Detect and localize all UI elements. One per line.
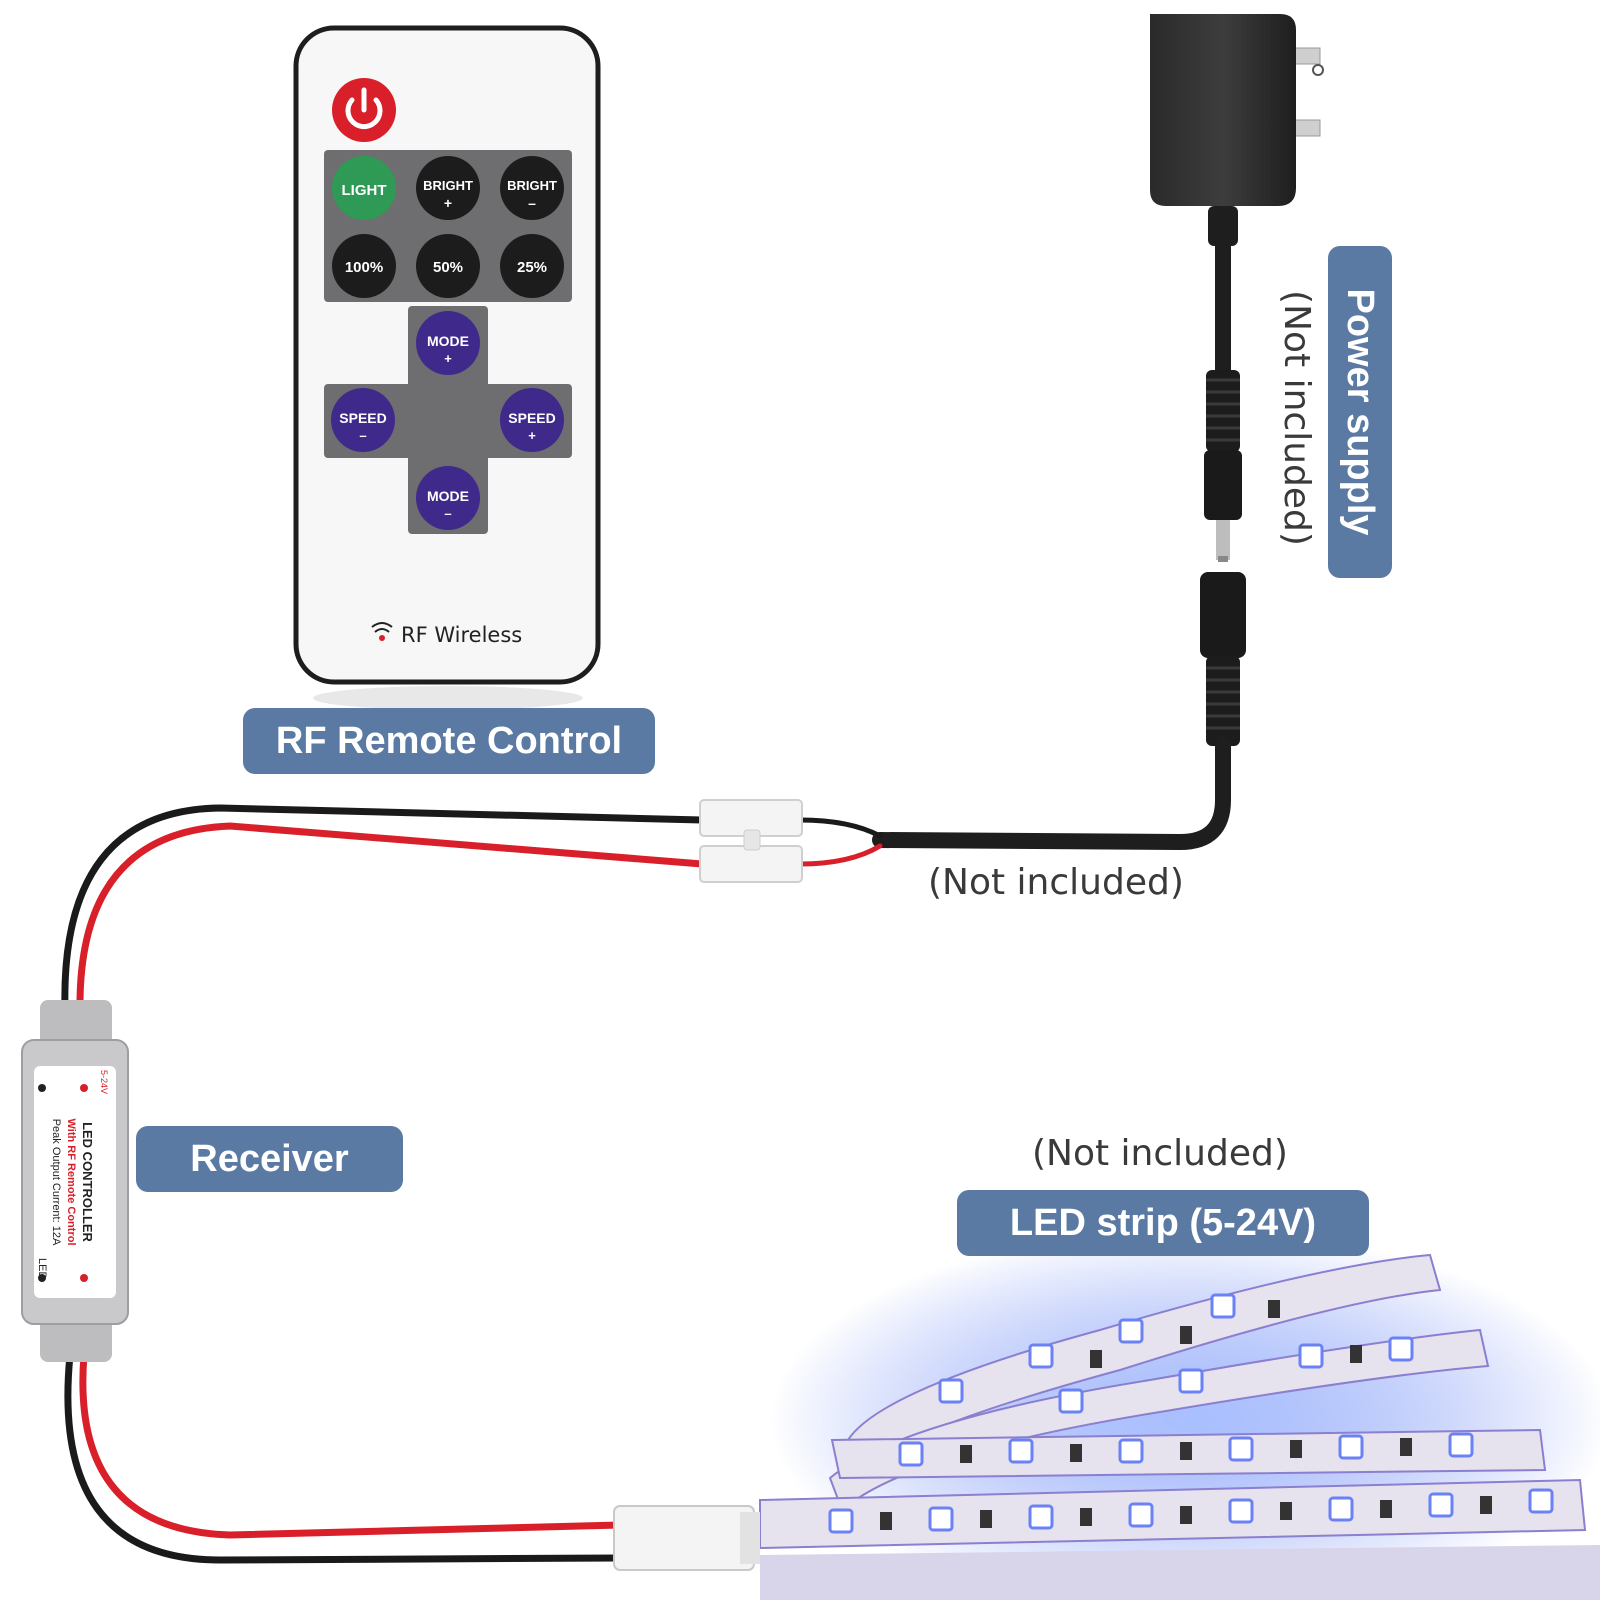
wifi-icon bbox=[371, 622, 393, 641]
led-strip bbox=[613, 1230, 1600, 1600]
svg-text:LED CONTROLLER: LED CONTROLLER bbox=[80, 1122, 95, 1242]
plus-terminal-icon bbox=[80, 1084, 88, 1092]
power-button[interactable] bbox=[332, 78, 396, 142]
speed-plus-button[interactable]: SPEED + bbox=[500, 388, 564, 452]
light-button[interactable]: LIGHT bbox=[332, 156, 396, 220]
bright-plus-button[interactable]: BRIGHT + bbox=[416, 156, 480, 220]
rf-remote: LIGHT BRIGHT + BRIGHT – 100% 50% 25% bbox=[293, 25, 601, 710]
brightness-50-button[interactable]: 50% bbox=[416, 234, 480, 298]
svg-text:Peak Output Current: 12A: Peak Output Current: 12A bbox=[50, 1119, 62, 1246]
rf-remote-label: RF Remote Control bbox=[243, 708, 655, 774]
power-adapter bbox=[1150, 14, 1324, 746]
bright-minus-button[interactable]: BRIGHT – bbox=[500, 156, 564, 220]
svg-text:LED: LED bbox=[36, 1258, 48, 1279]
not-included-cable: (Not included) bbox=[928, 862, 1184, 903]
svg-text:25%: 25% bbox=[517, 259, 547, 276]
mode-minus-button[interactable]: MODE – bbox=[416, 466, 480, 530]
svg-text:–: – bbox=[359, 428, 366, 443]
not-included-strip: (Not included) bbox=[1032, 1133, 1288, 1174]
svg-text:–: – bbox=[444, 506, 451, 521]
svg-text:With RF Remote Control: With RF Remote Control bbox=[65, 1119, 77, 1246]
svg-text:SPEED: SPEED bbox=[339, 410, 386, 426]
mode-plus-button[interactable]: MODE + bbox=[416, 311, 480, 375]
minus-terminal-icon bbox=[38, 1274, 46, 1282]
svg-text:LIGHT: LIGHT bbox=[342, 182, 387, 199]
receiver-device: 5-24V LED CONTROLLER With RF Remote Cont… bbox=[21, 1000, 129, 1362]
speed-minus-button[interactable]: SPEED – bbox=[331, 388, 395, 452]
plus-terminal-icon bbox=[80, 1274, 88, 1282]
svg-text:+: + bbox=[444, 195, 452, 211]
receiver-label: Receiver bbox=[136, 1126, 403, 1192]
svg-text:5-24V: 5-24V bbox=[99, 1070, 109, 1094]
power-supply-label-box bbox=[1328, 246, 1392, 578]
svg-text:MODE: MODE bbox=[427, 333, 469, 349]
power-icon bbox=[345, 97, 383, 130]
wire-connector bbox=[699, 799, 803, 883]
svg-text:50%: 50% bbox=[433, 259, 463, 276]
led-strip-label: LED strip (5-24V) bbox=[957, 1190, 1369, 1256]
brightness-25-button[interactable]: 25% bbox=[500, 234, 564, 298]
wiring bbox=[61, 736, 1231, 1564]
brightness-100-button[interactable]: 100% bbox=[332, 234, 396, 298]
not-included-vertical: (Not included) bbox=[1276, 290, 1317, 546]
power-supply-label: Power supply bbox=[1339, 288, 1381, 536]
rf-wireless-text: RF Wireless bbox=[401, 623, 522, 647]
svg-text:SPEED: SPEED bbox=[508, 410, 555, 426]
svg-text:BRIGHT: BRIGHT bbox=[507, 178, 557, 193]
svg-text:100%: 100% bbox=[345, 259, 383, 276]
svg-text:+: + bbox=[444, 351, 452, 366]
svg-text:MODE: MODE bbox=[427, 488, 469, 504]
svg-text:+: + bbox=[528, 428, 536, 443]
minus-terminal-icon bbox=[38, 1084, 46, 1092]
svg-text:BRIGHT: BRIGHT bbox=[423, 178, 473, 193]
svg-text:–: – bbox=[528, 195, 536, 211]
